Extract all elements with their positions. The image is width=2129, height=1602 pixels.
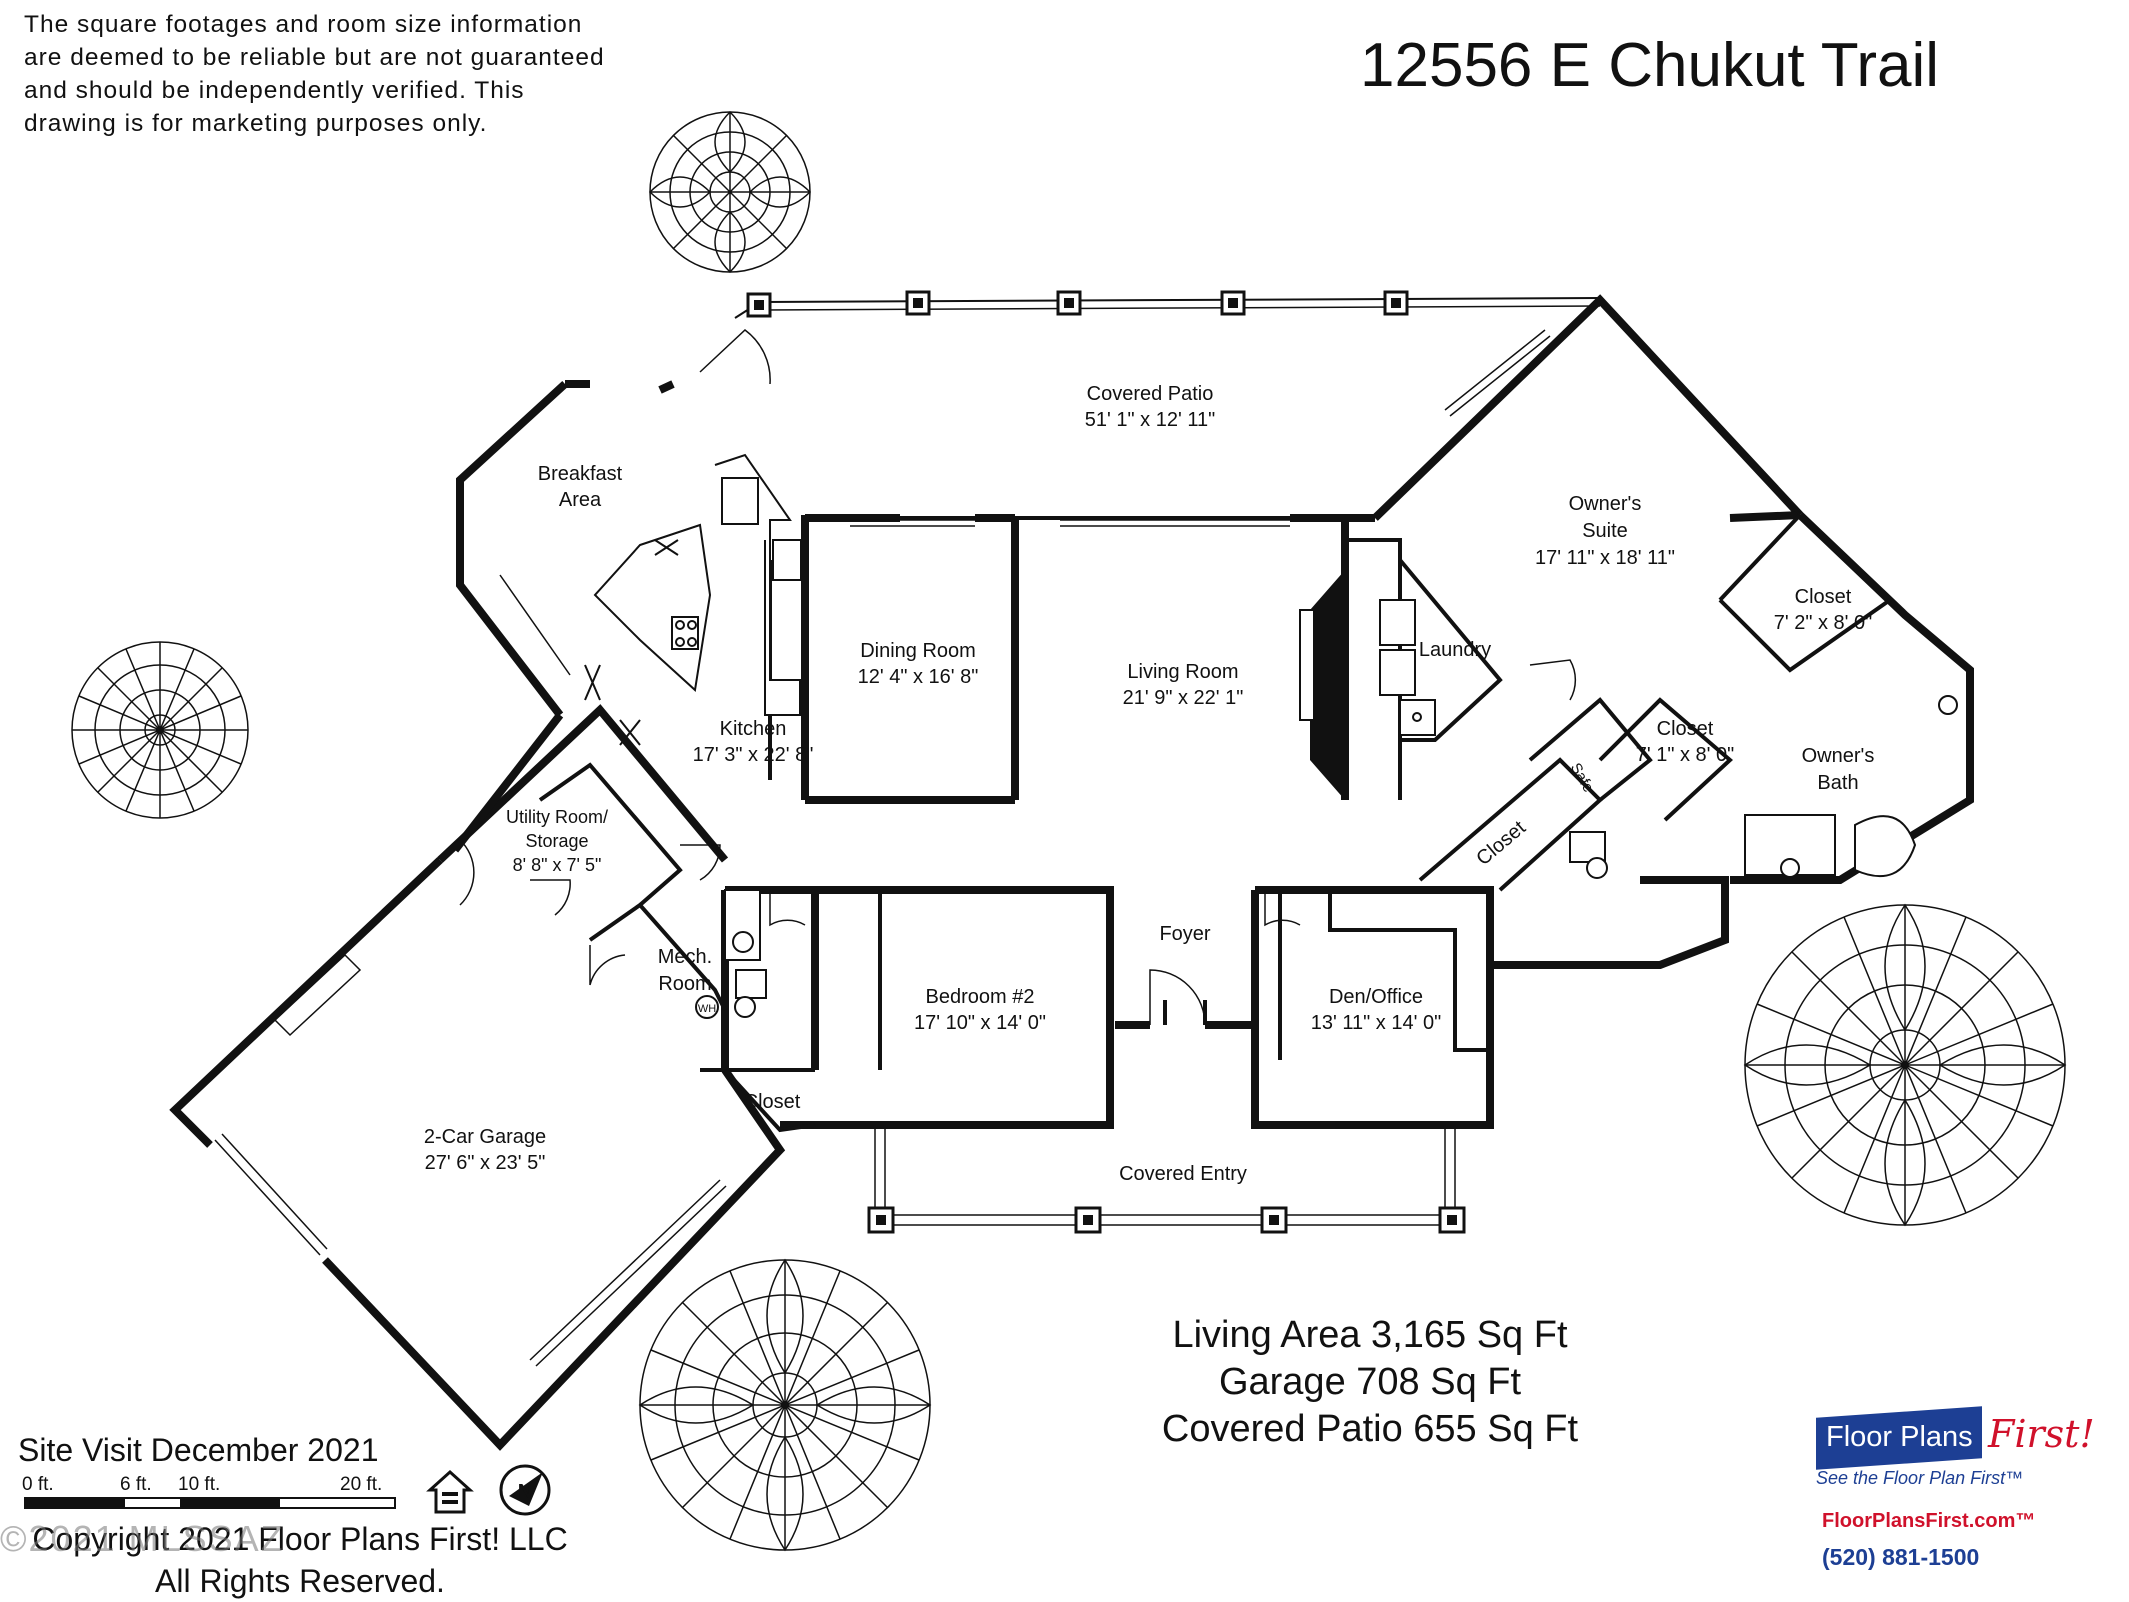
owners-suite-name-2: Suite bbox=[1582, 520, 1628, 542]
garage-name: 2-Car Garage bbox=[424, 1126, 546, 1148]
bedroom2-name: Bedroom #2 bbox=[926, 986, 1035, 1008]
utility-room-size: 8' 8" x 7' 5" bbox=[513, 855, 602, 875]
scale-label-10: 10 ft. bbox=[178, 1474, 221, 1495]
dining-room-name: Dining Room bbox=[860, 640, 976, 662]
living-room-name: Living Room bbox=[1127, 661, 1238, 683]
tree-right bbox=[1743, 903, 2067, 1227]
mech-room-name-1: Mech. bbox=[658, 946, 712, 968]
closet-upper-name: Closet bbox=[1795, 586, 1852, 608]
breakfast-area-name-1: Breakfast bbox=[538, 463, 623, 485]
owners-suite-name-1: Owner's bbox=[1569, 493, 1642, 515]
property-address: 12556 E Chukut Trail bbox=[1360, 31, 1940, 100]
scale-bar bbox=[24, 1497, 396, 1509]
site-visit: Site Visit December 2021 bbox=[18, 1432, 379, 1468]
den-office-name: Den/Office bbox=[1329, 986, 1423, 1008]
north-arrow-icon: N bbox=[499, 1464, 551, 1516]
kitchen-size: 17' 3" x 22' 8" bbox=[693, 744, 814, 766]
scale-label-0: 0 ft. bbox=[22, 1474, 54, 1495]
owners-bath-name-2: Bath bbox=[1817, 772, 1858, 794]
north-label: N bbox=[518, 1481, 532, 1503]
garage-area: Garage 708 Sq Ft bbox=[1218, 1361, 1522, 1403]
owners-suite-size: 17' 11" x 18' 11" bbox=[1535, 547, 1675, 569]
brand-logo: Floor Plans First! See the Floor Plan Fi… bbox=[1816, 1404, 2096, 1489]
exterior-walls bbox=[169, 294, 1974, 1451]
covered-entry-name: Covered Entry bbox=[1119, 1163, 1247, 1185]
area-summary: Living Area 3,165 Sq Ft Garage 708 Sq Ft… bbox=[1130, 1312, 1610, 1453]
covered-patio-outline bbox=[734, 297, 1601, 319]
dining-room-size: 12' 4" x 16' 8" bbox=[858, 666, 979, 688]
fireplace bbox=[1299, 570, 1345, 800]
garage-size: 27' 6" x 23' 5" bbox=[425, 1152, 546, 1174]
covered-patio-name: Covered Patio bbox=[1087, 383, 1214, 405]
kitchen-name: Kitchen bbox=[720, 718, 787, 740]
foyer-name: Foyer bbox=[1159, 923, 1210, 945]
copyright-line-1: Copyright 2021 Floor Plans First! LLC bbox=[32, 1521, 568, 1557]
bedroom2-size: 17' 10" x 14' 0" bbox=[914, 1012, 1046, 1034]
closet-lower-name: Closet bbox=[744, 1091, 801, 1113]
closet-upper-size: 7' 2" x 8' 0" bbox=[1774, 612, 1873, 634]
brand-name-accent: First! bbox=[1988, 1412, 2095, 1456]
brand-name: Floor Plans bbox=[1826, 1421, 1973, 1453]
mls-watermark: ©2021 MLSSAZ bbox=[0, 1518, 285, 1559]
living-room-size: 21' 9" x 22' 1" bbox=[1123, 687, 1244, 709]
mech-room-name-2: Room bbox=[658, 973, 711, 995]
kitchen-island bbox=[593, 523, 712, 692]
brand-url[interactable]: FloorPlansFirst.com™ bbox=[1822, 1510, 2036, 1532]
patio-area: Covered Patio 655 Sq Ft bbox=[1161, 1408, 1579, 1450]
kitchen-counter bbox=[584, 453, 802, 746]
brand-phone: (520) 881-1500 bbox=[1822, 1544, 1980, 1570]
laundry-name: Laundry bbox=[1419, 639, 1491, 661]
interior-walls bbox=[538, 513, 1892, 1133]
utility-room-name-2: Storage bbox=[525, 831, 588, 851]
disclaimer: The square footages and room size inform… bbox=[24, 8, 644, 140]
disclaimer-line: drawing is for marketing purposes only. bbox=[24, 110, 488, 137]
laundry-appliances bbox=[1379, 599, 1436, 736]
closet-diag-name: Closet bbox=[1472, 816, 1530, 870]
tree-left bbox=[71, 641, 249, 819]
living-area: Living Area 3,165 Sq Ft bbox=[1172, 1314, 1568, 1356]
breakfast-area-name-2: Area bbox=[559, 489, 602, 511]
tree-bottom bbox=[638, 1258, 932, 1552]
copyright: Copyright 2021 Floor Plans First! LLC Al… bbox=[0, 1518, 600, 1602]
tree-top bbox=[648, 110, 812, 274]
disclaimer-line: are deemed to be reliable but are not gu… bbox=[24, 44, 605, 71]
covered-entry-outline bbox=[874, 1128, 1456, 1226]
scale-label-6: 6 ft. bbox=[120, 1474, 152, 1495]
door-swings bbox=[424, 329, 1577, 1026]
copyright-line-2: All Rights Reserved. bbox=[155, 1563, 445, 1599]
disclaimer-line: The square footages and room size inform… bbox=[24, 11, 583, 38]
covered-patio-size: 51' 1" x 12' 11" bbox=[1085, 409, 1215, 431]
closet-middle-size: 7' 1" x 8' 0" bbox=[1636, 744, 1735, 766]
disclaimer-line: and should be independently verified. Th… bbox=[24, 77, 525, 104]
brand-tagline: See the Floor Plan First™ bbox=[1816, 1468, 2024, 1488]
equal-housing-icon bbox=[426, 1469, 474, 1514]
entry-posts bbox=[867, 1206, 1466, 1234]
den-office-size: 13' 11" x 14' 0" bbox=[1311, 1012, 1441, 1034]
water-heater-label: WH bbox=[698, 1003, 716, 1015]
owners-bath-name-1: Owner's bbox=[1802, 745, 1875, 767]
windows bbox=[214, 329, 1801, 1367]
garage-details bbox=[273, 953, 362, 1037]
utility-room-name-1: Utility Room/ bbox=[506, 807, 608, 827]
scale-label-20: 20 ft. bbox=[340, 1474, 383, 1495]
water-heater-icon: WH bbox=[695, 995, 719, 1019]
closet-middle-name: Closet bbox=[1657, 718, 1714, 740]
room-labels: Covered Patio 51' 1" x 12' 11" Breakfast… bbox=[424, 383, 1875, 1185]
patio-posts bbox=[746, 290, 1409, 318]
